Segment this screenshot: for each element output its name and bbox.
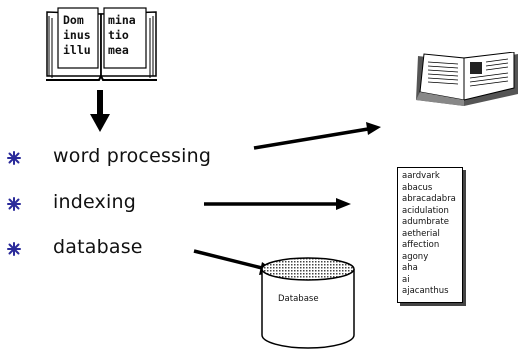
index-word: affection <box>402 240 440 250</box>
index-word: abacus <box>402 182 433 193</box>
index-word: aardvark <box>402 171 440 181</box>
book-right-line: tio <box>108 28 129 42</box>
book-right-line: mina <box>108 13 136 27</box>
index-word: agony <box>402 251 429 262</box>
open-book-icon <box>46 7 157 81</box>
asterisk-bullet-icon <box>7 197 21 211</box>
book-left-line: inus <box>63 28 91 42</box>
index-word: abracadabra <box>402 194 456 204</box>
arrow-to-book <box>253 122 381 150</box>
asterisk-bullet-icon <box>7 242 21 256</box>
database-label: Database <box>278 294 319 304</box>
printed-book-icon <box>416 52 518 106</box>
index-word: adumbrate <box>402 217 449 227</box>
book-left-line: illu <box>63 43 91 57</box>
book-right-line: mea <box>108 43 129 57</box>
index-word: ai <box>402 274 410 285</box>
index-word: aha <box>402 263 418 273</box>
list-item-indexing: indexing <box>53 191 136 213</box>
arrow-to-index <box>204 198 351 210</box>
asterisk-bullet-icon <box>7 151 21 165</box>
list-item-word-processing: word processing <box>53 145 212 167</box>
down-arrow <box>90 90 110 132</box>
index-word: ajacanthus <box>402 286 449 296</box>
database-cylinder-icon <box>261 257 355 349</box>
list-item-database: database <box>53 236 143 258</box>
index-word-list: aardvark abacus abracadabra acidulation … <box>397 167 463 303</box>
index-word: acidulation <box>402 205 449 216</box>
book-left-line: Dom <box>63 13 84 27</box>
index-word: aetherial <box>402 228 440 239</box>
